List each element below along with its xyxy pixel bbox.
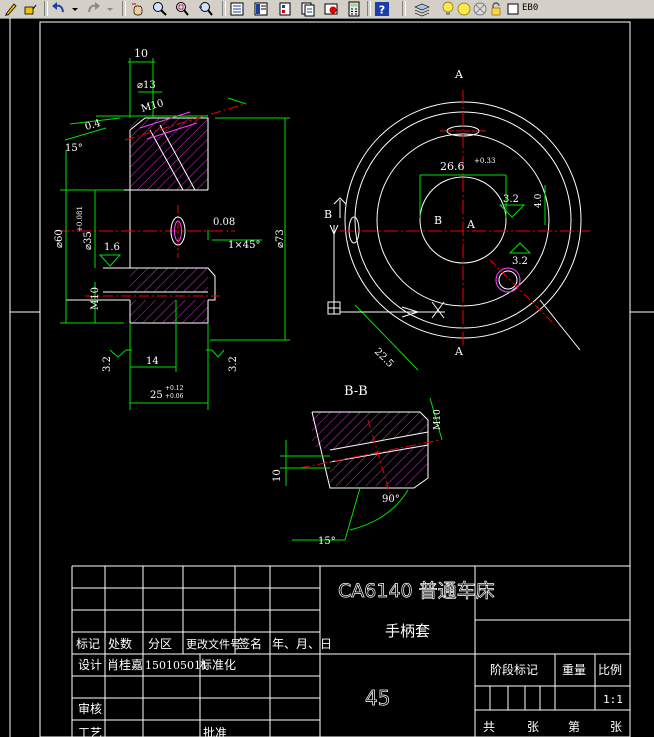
label-b-center: B <box>434 214 442 227</box>
row-review: 审核 <box>78 701 102 716</box>
header-date: 年、月、日 <box>272 637 332 651</box>
design-center-icon[interactable] <box>253 1 269 17</box>
dim-25-tol-upper: +0.12 <box>165 385 184 392</box>
zoom-previous-icon[interactable] <box>197 1 213 17</box>
chamfer-1x45: 1×45° <box>228 240 260 251</box>
dim-25-tol-lower: +0.06 <box>165 393 184 400</box>
properties-icon[interactable] <box>229 1 245 17</box>
header-count: 处数 <box>108 636 132 651</box>
label-a-bottom: A <box>454 345 464 358</box>
dim-0-4: 0.4 <box>84 118 102 133</box>
sheet-unit-label: 张 <box>610 720 622 734</box>
sheets-total-label: 共 <box>483 720 495 734</box>
standardization: 标准化 <box>200 658 236 672</box>
redo-dropdown-icon[interactable] <box>102 1 118 17</box>
calculator-icon[interactable] <box>346 1 362 17</box>
dim-26-6-tolerance: +0.33 <box>474 157 495 165</box>
roughness-1-6: 1.6 <box>104 242 120 253</box>
front-view: 10 ⌀13 M10 0.4 15° ⌀60 ⌀35 +0.081 1.6 M1… <box>54 47 290 410</box>
current-layer-name[interactable]: EB0 <box>522 3 539 13</box>
scale-label: 比例 <box>598 663 622 677</box>
dim-10-section: 10 <box>272 469 283 482</box>
roughness-3-2-hole: 3.2 <box>512 256 528 267</box>
pencil-icon[interactable] <box>3 1 19 17</box>
section-b-b: B-B M10 10 90° 15° <box>272 384 443 547</box>
roughness-3-2-right: 3.2 <box>228 356 239 372</box>
part-name: 手柄套 <box>385 622 430 640</box>
dim-25: 25 <box>150 390 163 401</box>
dim-14: 14 <box>146 356 159 367</box>
title-block <box>71 565 630 737</box>
row-process: 工艺 <box>78 726 102 737</box>
dim-15-deg-left: 15° <box>65 143 83 154</box>
dim-m10-top: M10 <box>140 98 165 115</box>
label-b-left: B <box>324 208 332 221</box>
drawing-canvas[interactable]: 10 ⌀13 M10 0.4 15° ⌀60 ⌀35 +0.081 1.6 M1… <box>0 18 654 737</box>
lock-icon[interactable] <box>488 1 504 17</box>
header-zone: 分区 <box>148 637 172 651</box>
tool-palette-icon[interactable] <box>277 1 293 17</box>
dim-22-5: 22.5 <box>372 346 396 370</box>
scale-value: 1:1 <box>603 693 623 706</box>
label-a-center: A <box>466 218 476 231</box>
designer-name: 肖桂嘉 <box>107 657 143 672</box>
drawing-number: 45 <box>365 686 390 710</box>
stage-mark: 阶段标记 <box>490 662 538 677</box>
dim-phi35: ⌀35 <box>83 231 94 250</box>
dim-15-deg-section: 15° <box>318 536 336 547</box>
zoom-realtime-icon[interactable] <box>152 1 168 17</box>
row-design: 设计 <box>78 658 102 672</box>
sun-icon[interactable] <box>456 1 472 17</box>
color-swatch-icon[interactable] <box>505 1 521 17</box>
weight-label: 重量 <box>562 663 586 677</box>
dim-phi73: ⌀73 <box>275 229 286 248</box>
dim-0-08: 0.08 <box>213 217 235 228</box>
title-block-text: CA6140 普通车床 手柄套 标记 处数 分区 更改文件号 签名 年、月、日 … <box>76 580 623 737</box>
dim-m10-left: M10 <box>90 287 101 310</box>
roughness-3-2-left: 3.2 <box>102 356 113 372</box>
dim-90-deg: 90° <box>382 494 400 505</box>
sheets-of-label: 张 <box>527 720 539 734</box>
side-view: A 26.6 +0.33 3.2 4.0 B B A 3.2 22.5 A <box>324 68 590 371</box>
svg-text:?: ? <box>379 4 385 17</box>
undo-icon[interactable] <box>50 1 66 17</box>
dim-26-6: 26.6 <box>440 160 465 173</box>
lightbulb-icon[interactable] <box>440 1 456 17</box>
dim-phi13: ⌀13 <box>137 80 156 91</box>
drawing-frame <box>9 18 654 737</box>
designer-id: 150105011 <box>145 659 208 672</box>
layer-freeze-icon[interactable] <box>472 1 488 17</box>
dim-phi60: ⌀60 <box>54 229 65 248</box>
pan-icon[interactable] <box>130 1 146 17</box>
dim-10-top: 10 <box>134 47 148 60</box>
layer-manager-icon[interactable] <box>414 1 430 17</box>
help-icon[interactable]: ? <box>374 1 390 17</box>
paint-icon[interactable] <box>22 1 38 17</box>
dim-m10-section: M10 <box>433 409 443 430</box>
sheet-no-label: 第 <box>568 720 580 734</box>
section-title: B-B <box>344 384 368 399</box>
header-mark: 标记 <box>76 637 100 651</box>
roughness-3-2-side: 3.2 <box>503 194 519 205</box>
cad-toolbar: ? EB0 <box>0 0 654 19</box>
sheet-set-icon[interactable] <box>300 1 316 17</box>
drawing-title: CA6140 普通车床 <box>338 580 495 602</box>
label-a-top: A <box>454 68 464 81</box>
row-approve: 批准 <box>203 725 227 737</box>
header-doc-no: 更改文件号 <box>186 637 241 651</box>
zoom-window-icon[interactable] <box>174 1 190 17</box>
undo-dropdown-icon[interactable] <box>67 1 83 17</box>
header-sign: 签名 <box>238 636 262 651</box>
dim-phi35-tolerance: +0.081 <box>76 206 84 232</box>
dim-4-0: 4.0 <box>534 193 544 208</box>
markup-icon[interactable] <box>323 1 339 17</box>
redo-icon[interactable] <box>86 1 102 17</box>
